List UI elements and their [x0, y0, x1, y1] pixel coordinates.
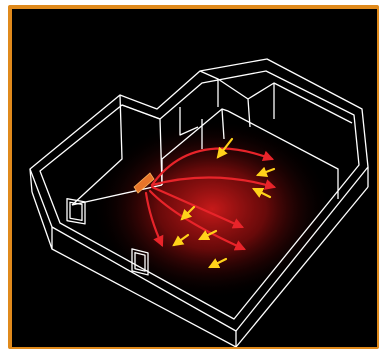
upper-room	[274, 83, 352, 123]
window	[70, 202, 82, 220]
floorplan-svg	[12, 9, 377, 347]
heat-glow	[92, 119, 332, 299]
upper-room	[248, 83, 274, 119]
upper-room	[200, 71, 218, 107]
diagram-canvas	[12, 9, 377, 347]
